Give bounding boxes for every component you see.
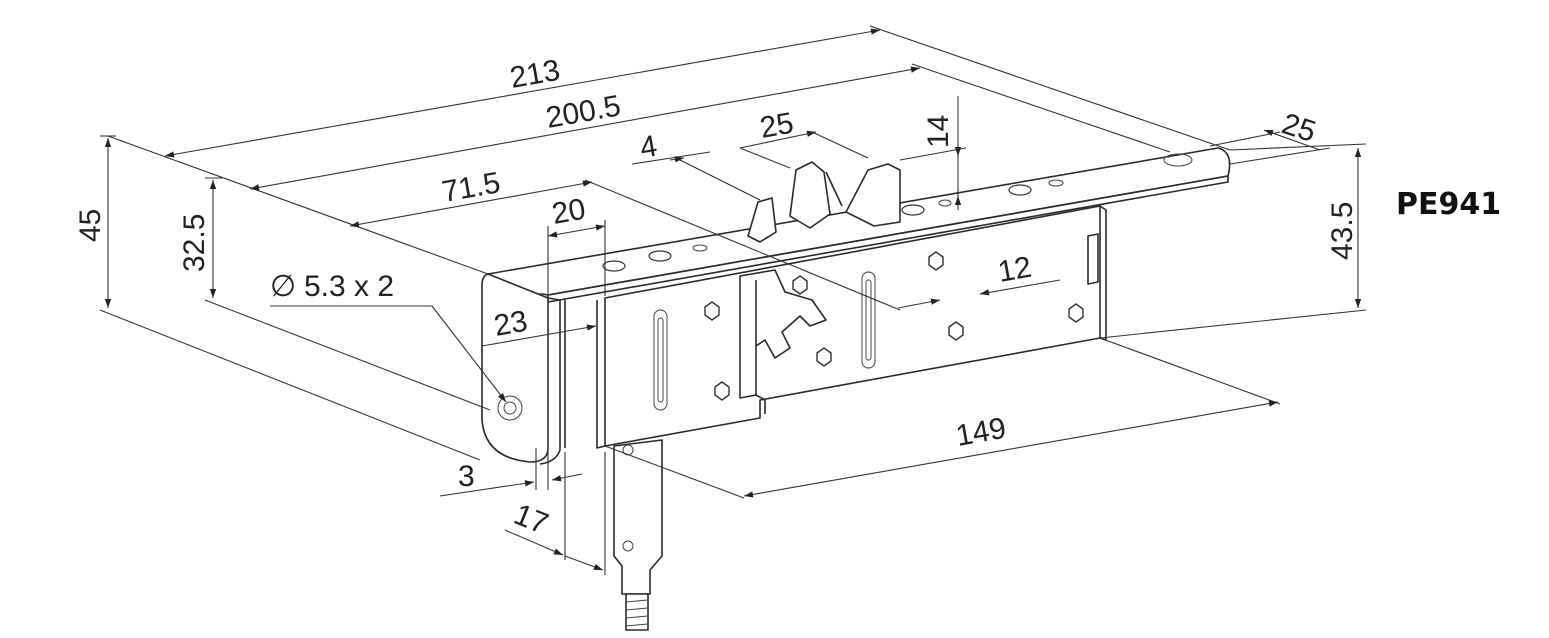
dim-71-5: 71.5 <box>439 166 502 209</box>
dim-45: 45 <box>74 209 107 242</box>
lock-mechanism <box>739 269 827 399</box>
main-latch-bolt <box>789 161 831 229</box>
dim-200-5: 200.5 <box>543 89 623 135</box>
model-label: PE941 <box>1396 187 1501 222</box>
small-latch <box>747 197 777 243</box>
dim-25-right: 25 <box>1278 107 1320 149</box>
hole-diameter-symbol: ∅ <box>270 270 296 303</box>
dim-20: 20 <box>549 193 588 231</box>
dim-12: 12 <box>995 251 1034 289</box>
dim-149: 149 <box>953 412 1008 453</box>
dim-213: 213 <box>507 54 562 95</box>
left-vertical-flange <box>481 273 549 463</box>
dim-23: 23 <box>491 305 530 343</box>
hex-bolts <box>704 251 1084 401</box>
dim-43-5: 43.5 <box>1326 202 1359 260</box>
dimension-lines <box>99 25 1367 575</box>
flange-hole-outer <box>497 395 523 421</box>
dim-4: 4 <box>637 129 659 164</box>
lock-body-drawing <box>481 147 1231 631</box>
hook-bolt <box>845 163 901 227</box>
bar-end-hole <box>1163 153 1193 167</box>
hole-spec: 5.3 x 2 <box>304 270 394 303</box>
dim-14: 14 <box>922 115 955 148</box>
left-slot <box>653 309 668 411</box>
dim-25-top: 25 <box>757 107 796 145</box>
dim-32-5: 32.5 <box>178 214 211 272</box>
right-slot <box>861 271 876 369</box>
flange-hole-inner <box>503 401 517 415</box>
bar-screws <box>602 179 1064 272</box>
lower-stem <box>613 439 663 595</box>
dim-3: 3 <box>458 460 475 493</box>
